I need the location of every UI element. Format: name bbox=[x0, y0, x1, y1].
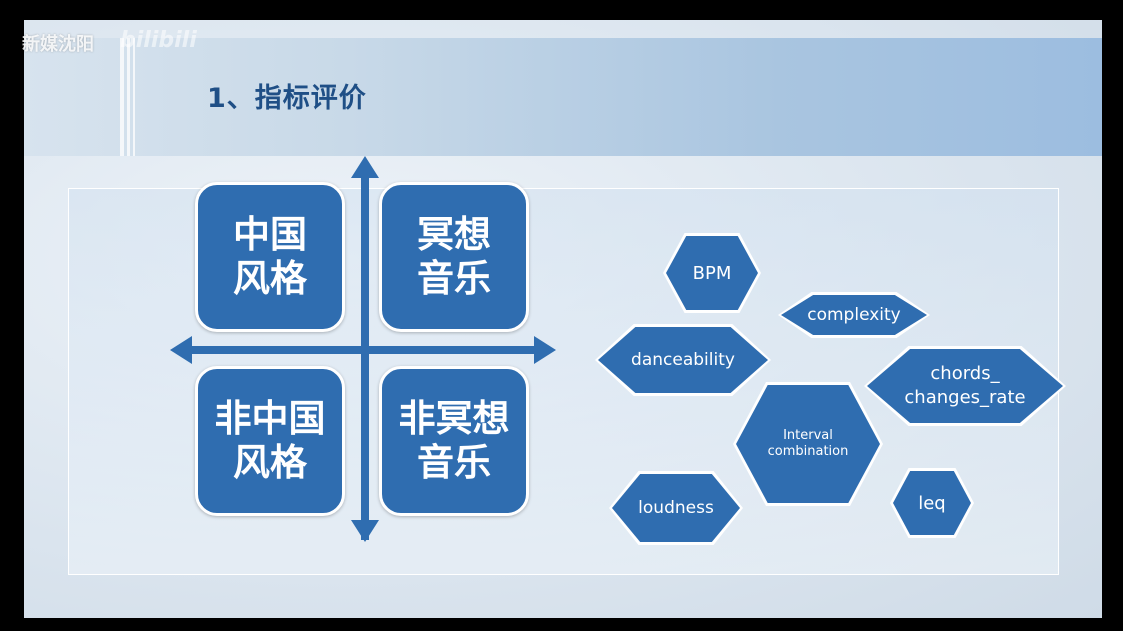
hex-interval-combination: Interval combination bbox=[736, 385, 880, 503]
hex-leq: leq bbox=[893, 471, 971, 535]
quadrant-chinese-style: 中国 风格 bbox=[195, 182, 345, 332]
hex-loudness: loudness bbox=[612, 474, 740, 542]
title-banner bbox=[24, 38, 1102, 156]
banner-stripe bbox=[133, 38, 135, 156]
watermark-text: 新媒沈阳 bbox=[22, 34, 94, 55]
slide: 1、指标评价 中国 风格 冥想 音乐 非中国 风格 非冥想 音乐 BPM com… bbox=[24, 20, 1102, 618]
axis-arrow-down bbox=[351, 520, 379, 542]
horizontal-axis bbox=[186, 346, 544, 354]
quadrant-non-meditation-music: 非冥想 音乐 bbox=[379, 366, 529, 516]
vertical-axis bbox=[361, 172, 369, 540]
banner-stripe bbox=[120, 38, 124, 156]
axis-arrow-up bbox=[351, 156, 379, 178]
hex-bpm: BPM bbox=[666, 236, 758, 310]
hex-danceability: danceability bbox=[598, 327, 768, 393]
quadrant-meditation-music: 冥想 音乐 bbox=[379, 182, 529, 332]
quadrant-axes bbox=[170, 156, 556, 542]
hex-chords-changes-rate: chords_ changes_rate bbox=[867, 349, 1063, 423]
banner-stripe bbox=[127, 38, 130, 156]
watermark-logo: bilibili bbox=[120, 28, 197, 53]
axis-arrow-right bbox=[534, 336, 556, 364]
quadrant-non-chinese-style: 非中国 风格 bbox=[195, 366, 345, 516]
axis-arrow-left bbox=[170, 336, 192, 364]
slide-title: 1、指标评价 bbox=[207, 83, 367, 114]
hex-complexity: complexity bbox=[781, 295, 927, 335]
